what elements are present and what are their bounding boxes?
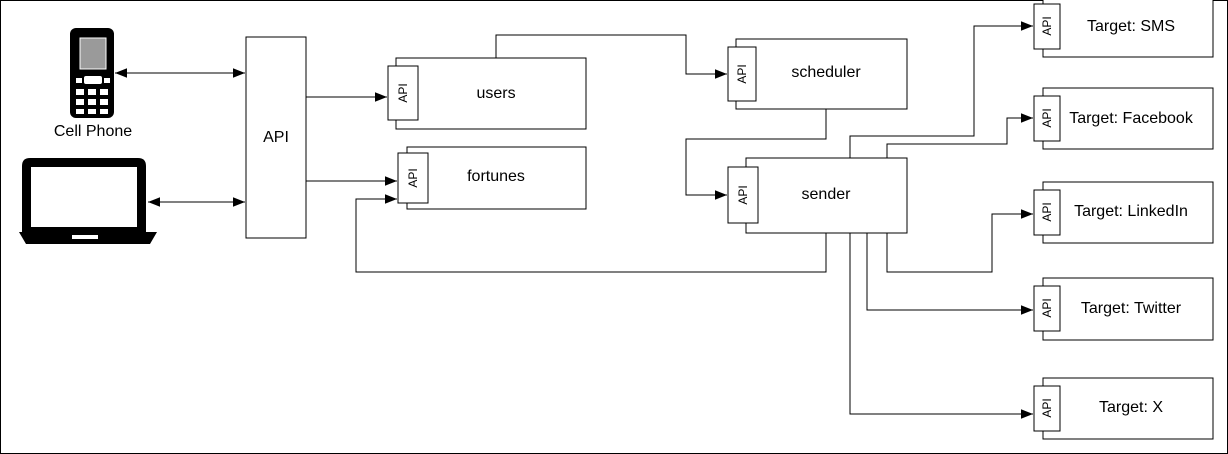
- sender-sms-connector: [849, 21, 1033, 158]
- sender-api-tab-label: API: [736, 185, 750, 204]
- target-x-api-tab: [1033, 385, 1061, 432]
- fortunes-api-tab: [397, 152, 429, 204]
- gateway-api-label: API: [263, 129, 289, 146]
- users-service-box: [395, 57, 587, 130]
- target-linkedin: API Target: LinkedIn: [1033, 181, 1214, 244]
- users-api-tab: [387, 65, 419, 121]
- fortunes-service-label: fortunes: [467, 168, 525, 185]
- target-twitter-api-tab-label: API: [1040, 298, 1054, 317]
- laptop-icon: [19, 158, 157, 244]
- sender-twitter-connector: [866, 233, 1033, 315]
- target-twitter-label: Target: Twitter: [1081, 300, 1182, 317]
- users-scheduler-connector: [495, 34, 727, 79]
- target-twitter: API Target: Twitter: [1033, 277, 1214, 341]
- target-facebook-box: [1042, 87, 1214, 150]
- target-sms-label: Target: SMS: [1087, 18, 1175, 35]
- target-sms: API Target: SMS: [1033, 0, 1214, 58]
- fortunes-api-tab-label: API: [406, 168, 420, 187]
- scheduler-sender-connector: [685, 109, 827, 200]
- target-facebook-label: Target: Facebook: [1069, 110, 1194, 127]
- scheduler-service-box: [735, 38, 908, 110]
- sender-linkedin-connector: [886, 209, 1033, 273]
- scheduler-service-label: scheduler: [791, 64, 861, 81]
- sender-service-label: sender: [802, 186, 852, 203]
- target-facebook: API Target: Facebook: [1033, 87, 1214, 150]
- target-linkedin-api-tab-label: API: [1040, 202, 1054, 221]
- users-service-label: users: [476, 85, 515, 102]
- scheduler-api-tab: [727, 46, 757, 102]
- cell-phone-label: Cell Phone: [54, 123, 132, 140]
- sender-service-box: [745, 157, 908, 234]
- sender-facebook-connector: [886, 113, 1033, 158]
- target-twitter-api-tab: [1033, 285, 1061, 332]
- target-x-label: Target: X: [1099, 399, 1163, 416]
- target-twitter-box: [1042, 277, 1214, 341]
- cell-phone-icon: [70, 28, 114, 118]
- target-x-box: [1042, 377, 1214, 440]
- target-sms-api-tab: [1033, 3, 1061, 50]
- target-facebook-api-tab-label: API: [1040, 108, 1054, 127]
- target-sms-box: [1042, 0, 1214, 58]
- target-sms-api-tab-label: API: [1040, 16, 1054, 35]
- target-facebook-api-tab: [1033, 95, 1061, 142]
- target-x-api-tab-label: API: [1040, 398, 1054, 417]
- sender-api-tab: [727, 166, 759, 224]
- scheduler-api-tab-label: API: [735, 64, 749, 83]
- fortunes-service-box: [406, 146, 587, 210]
- target-linkedin-api-tab: [1033, 189, 1061, 236]
- sender-x-connector: [849, 233, 1033, 419]
- users-api-tab-label: API: [396, 83, 410, 102]
- target-linkedin-box: [1042, 181, 1214, 244]
- target-x: API Target: X: [1033, 377, 1214, 440]
- gateway-api-box: [245, 36, 307, 239]
- sender-fortunes-connector: [355, 194, 827, 273]
- target-linkedin-label: Target: LinkedIn: [1074, 203, 1188, 220]
